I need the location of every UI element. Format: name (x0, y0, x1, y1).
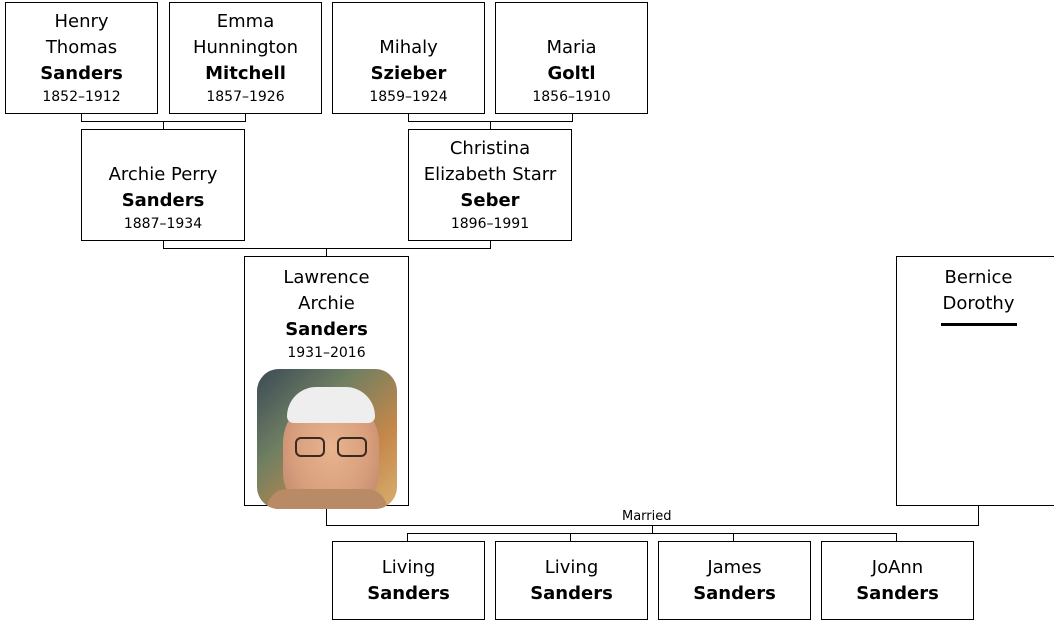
person-child-james-sanders[interactable]: James Sanders (658, 541, 811, 620)
given-name: Bernice (944, 267, 1013, 288)
given-name: Archie (298, 293, 355, 314)
connector-line (163, 248, 491, 249)
connector-line (163, 121, 164, 130)
connector-line (408, 113, 409, 122)
given-name: Hunnington (192, 37, 299, 58)
portrait-collar (266, 489, 387, 509)
given-name: Dorothy (942, 293, 1015, 314)
given-name: Living (544, 556, 599, 578)
life-dates: 1852–1912 (42, 89, 121, 105)
person-archie-perry-sanders[interactable]: Archie Perry Sanders 1887–1934 (81, 129, 245, 241)
given-name: Lawrence (283, 267, 370, 288)
person-henry-thomas-sanders[interactable]: Henry Thomas Sanders 1852–1912 (5, 2, 158, 114)
given-name: James (707, 556, 762, 578)
connector-line (652, 525, 653, 534)
connector-line (572, 113, 573, 122)
person-maria-goltl[interactable]: Maria Goltl 1856–1910 (495, 2, 648, 114)
connector-line (733, 533, 734, 542)
given-name: Emma (216, 11, 275, 32)
connector-line (978, 505, 979, 526)
surname: Sanders (530, 582, 613, 604)
person-child-living-sanders-1[interactable]: Living Sanders (332, 541, 485, 620)
person-christina-elizabeth-starr-seber[interactable]: Christina Elizabeth Starr Seber 1896–199… (408, 129, 572, 241)
given-name: Mihaly (379, 37, 438, 58)
connector-line (326, 248, 327, 257)
surname: Sanders (367, 582, 450, 604)
surname: Sanders (285, 319, 368, 340)
connector-line (163, 240, 164, 249)
person-emma-hunnington-mitchell[interactable]: Emma Hunnington Mitchell 1857–1926 (169, 2, 322, 114)
surname: Sanders (121, 190, 205, 211)
given-name: JoAnn (871, 556, 924, 578)
surname: Mitchell (205, 63, 286, 84)
connector-line (490, 240, 491, 249)
portrait-photo (256, 369, 397, 509)
person-child-joann-sanders[interactable]: JoAnn Sanders (821, 541, 974, 620)
married-label: Married (622, 509, 672, 524)
given-name: Maria (546, 37, 597, 58)
portrait-glasses (293, 437, 369, 457)
surname: Goltl (547, 63, 596, 84)
connector-line (896, 533, 897, 542)
surname: Szieber (370, 63, 447, 84)
connector-line (81, 113, 82, 122)
given-name: Christina (449, 138, 531, 159)
connector-line (407, 533, 408, 542)
unknown-surname-line (940, 323, 1017, 326)
person-bernice-dorothy[interactable]: Bernice Dorothy (896, 256, 1054, 506)
surname: Sanders (40, 63, 123, 84)
connector-line (490, 121, 491, 130)
connector-line (570, 533, 571, 542)
given-name: Henry (54, 11, 109, 32)
person-child-living-sanders-2[interactable]: Living Sanders (495, 541, 648, 620)
given-name: Thomas (45, 37, 118, 58)
surname: Sanders (856, 582, 939, 604)
life-dates: 1856–1910 (532, 89, 611, 105)
surname: Sanders (693, 582, 776, 604)
connector-line (245, 113, 246, 122)
life-dates: 1887–1934 (123, 216, 203, 232)
surname: Seber (460, 190, 520, 211)
portrait-hair (286, 387, 375, 423)
given-name: Archie Perry (108, 164, 218, 185)
life-dates: 1896–1991 (450, 216, 530, 232)
person-mihaly-szieber[interactable]: Mihaly Szieber 1859–1924 (332, 2, 485, 114)
given-name: Living (381, 556, 436, 578)
given-name: Elizabeth Starr (423, 164, 557, 185)
connector-line (326, 505, 327, 526)
life-dates: 1859–1924 (369, 89, 448, 105)
life-dates: 1857–1926 (206, 89, 285, 105)
person-lawrence-archie-sanders[interactable]: Lawrence Archie Sanders 1931–2016 (244, 256, 409, 509)
life-dates: 1931–2016 (287, 345, 366, 361)
